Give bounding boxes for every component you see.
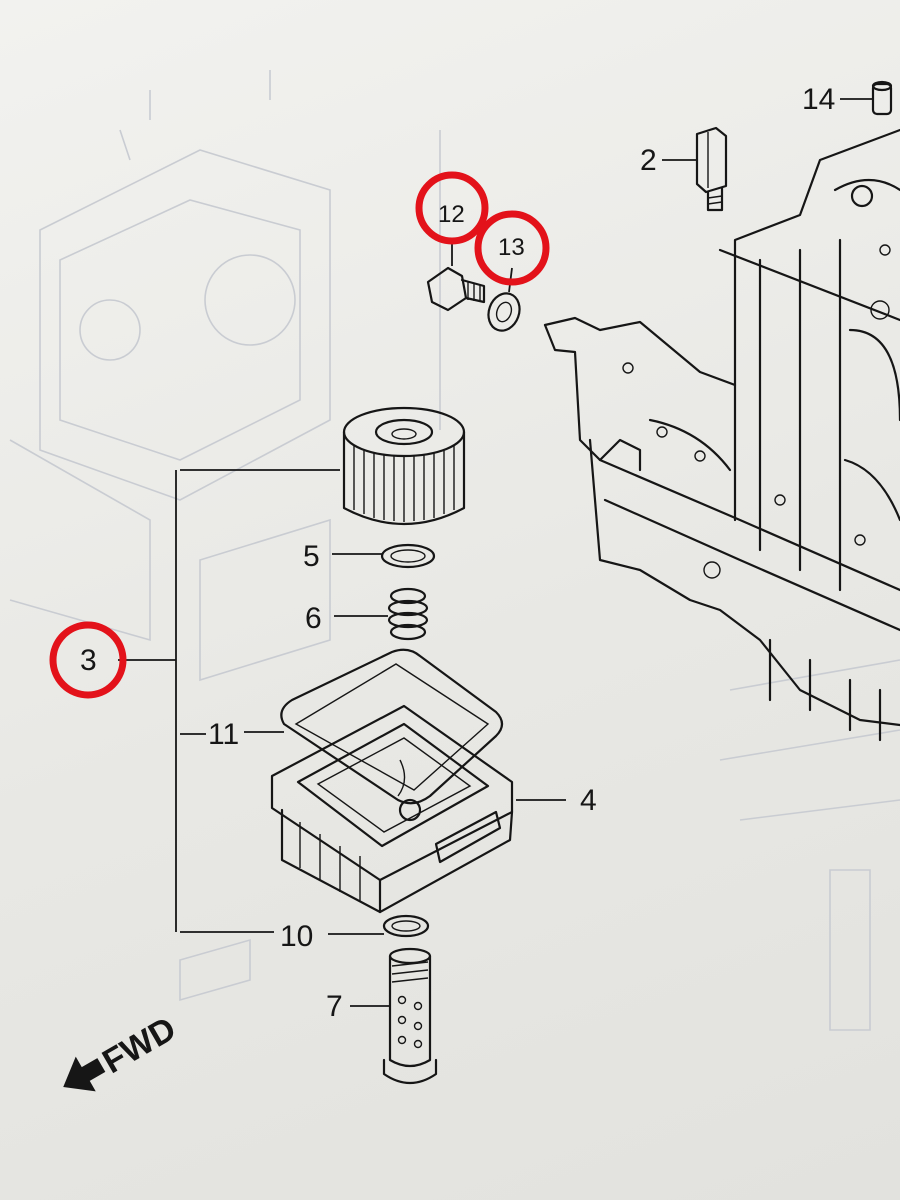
callout-11: 11 (208, 718, 239, 751)
part-5-o-ring (332, 543, 436, 569)
fwd-arrow-icon (63, 1056, 106, 1092)
part-10-o-ring (180, 914, 430, 938)
highlight-ring-13 (474, 210, 550, 286)
highlight-ring-12 (415, 171, 489, 245)
callout-2: 2 (640, 144, 657, 177)
assembly-bracket (118, 470, 177, 932)
callout-14: 14 (802, 83, 835, 116)
part-14-collar (840, 80, 893, 116)
part-3-oil-filter-element (180, 406, 466, 526)
callout-5: 5 (303, 540, 320, 573)
part-11-gasket (180, 648, 504, 805)
part-2-stud (662, 126, 728, 212)
fwd-direction-indicator: FWD (63, 1010, 182, 1092)
part-6-spring (334, 587, 429, 641)
callout-3: 3 (80, 644, 97, 677)
callout-7: 7 (326, 990, 343, 1023)
callout-13: 13 (498, 234, 525, 261)
callout-10: 10 (280, 920, 313, 953)
part-4-filter-cover (270, 704, 566, 914)
callout-4: 4 (580, 784, 597, 817)
callout-12: 12 (438, 201, 465, 228)
part-7-center-bolt (350, 947, 438, 1085)
part-13-sealing-washer (487, 267, 521, 332)
part-12-drain-bolt (426, 240, 486, 312)
ghost-engine-outline (9, 70, 900, 1031)
fwd-label: FWD (96, 1010, 182, 1082)
oil-pan (543, 128, 900, 742)
highlight-ring-3 (49, 621, 127, 699)
callout-6: 6 (305, 602, 322, 635)
